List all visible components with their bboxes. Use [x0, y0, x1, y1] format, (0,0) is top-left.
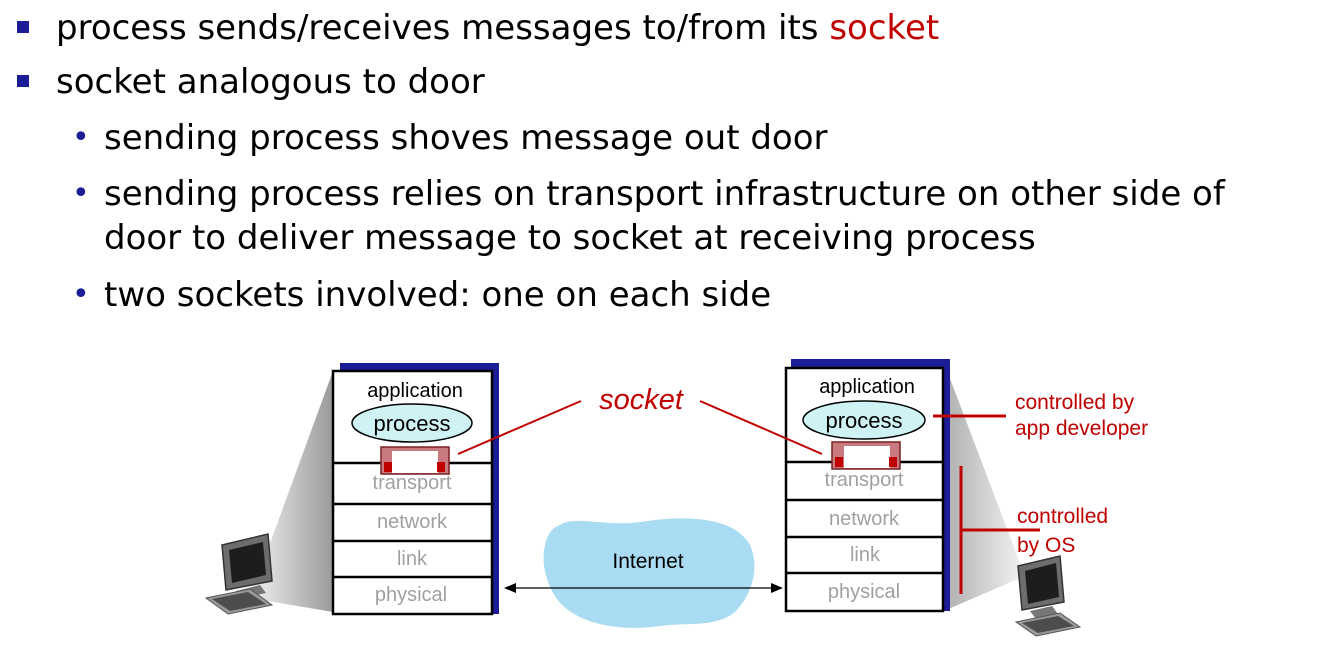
right-process-label: process: [825, 408, 902, 433]
arrowhead-left-icon: [504, 583, 516, 593]
right-protocol-stack: application process transport network li…: [784, 359, 950, 613]
square-bullet-icon: [17, 21, 29, 33]
left-protocol-stack: application process transport network li…: [331, 363, 499, 616]
round-bullet-icon: •: [72, 277, 90, 312]
right-transport-label: transport: [825, 469, 904, 491]
left-link-label: link: [397, 548, 428, 570]
internet-label: Internet: [612, 550, 683, 573]
app-dev-label-line1: controlled by: [1015, 391, 1135, 414]
left-process-ellipse: [351, 403, 473, 443]
right-computer-icon: [1014, 555, 1082, 637]
left-computer-icon: [204, 533, 274, 615]
round-bullet-icon: •: [72, 120, 90, 155]
sub-bullet-item: • two sockets involved: one on each side: [72, 273, 772, 317]
left-physical-label: physical: [375, 584, 447, 606]
socket-pointer-right: [699, 400, 823, 455]
sub-bullet-text: sending process shoves message out door: [104, 118, 828, 158]
os-label-line1: controlled: [1017, 505, 1108, 528]
os-label-line2: by OS: [1017, 534, 1075, 557]
bullet-text: socket analogous to door: [56, 62, 485, 102]
socket-highlight: socket: [829, 8, 940, 48]
bullet-item: socket analogous to door: [17, 62, 485, 102]
right-link-label: link: [850, 544, 881, 566]
right-physical-label: physical: [828, 581, 900, 603]
sub-bullet-text-line1: sending process relies on transport infr…: [104, 174, 1225, 214]
sub-bullet-item: • sending process relies on transport in…: [72, 172, 1225, 260]
sub-bullet-item: • sending process shoves message out doo…: [72, 116, 828, 160]
left-transport-label: transport: [373, 472, 452, 494]
right-network-label: network: [829, 508, 900, 530]
square-bullet-icon: [17, 75, 29, 87]
round-bullet-icon: •: [72, 176, 90, 211]
left-process-label: process: [373, 411, 450, 436]
sub-bullet-text-line2: door to deliver message to socket at rec…: [104, 218, 1036, 258]
left-network-label: network: [377, 511, 448, 533]
arrowhead-right-icon: [771, 583, 783, 593]
app-dev-label-line2: app developer: [1015, 417, 1148, 440]
internet-cloud: [543, 518, 755, 628]
socket-pointer-left: [457, 400, 582, 455]
socket-label: socket: [599, 384, 685, 416]
left-host-beam: [250, 371, 333, 612]
left-application-label: application: [367, 380, 463, 402]
right-process-ellipse: [802, 400, 926, 440]
bullet-text: process sends/receives messages to/from …: [56, 8, 830, 48]
right-application-label: application: [819, 376, 915, 398]
sub-bullet-text: two sockets involved: one on each side: [104, 275, 772, 315]
bullet-item: process sends/receives messages to/from …: [17, 8, 940, 48]
right-host-beam: [946, 368, 1025, 610]
